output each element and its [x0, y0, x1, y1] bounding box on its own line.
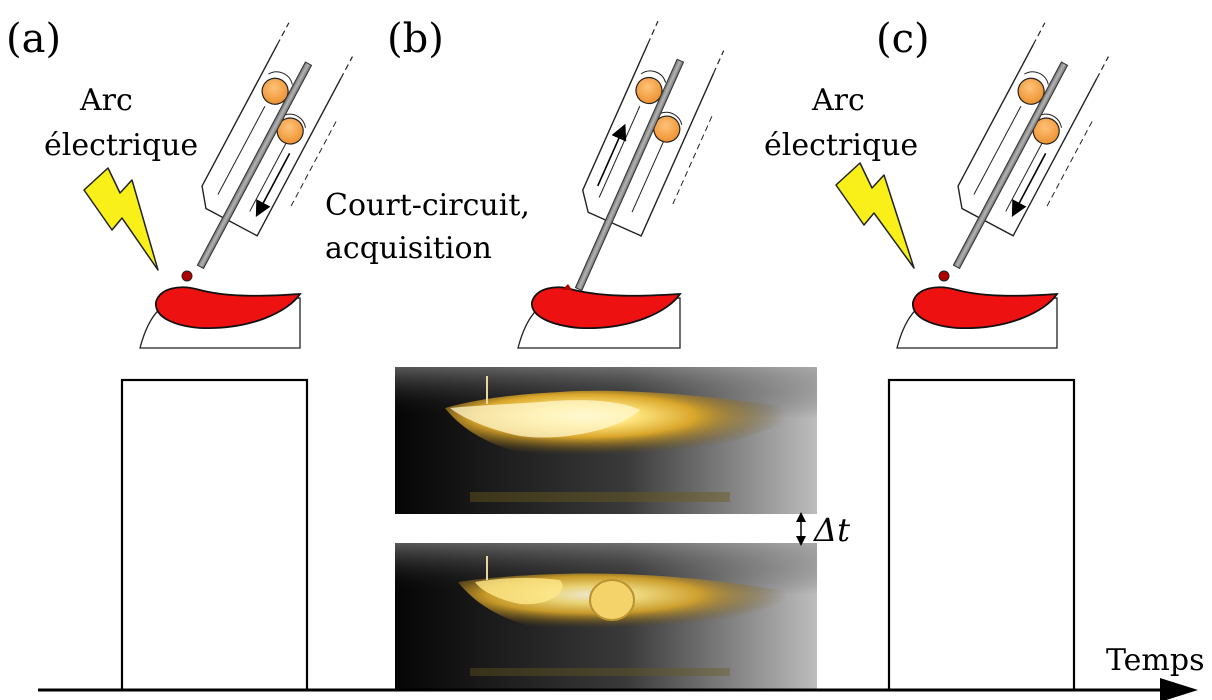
short-circuit-label-line1: Court-circuit, — [325, 188, 530, 223]
wire-electrode — [196, 61, 313, 270]
droplet-bridge-icon — [562, 284, 572, 290]
delta-t-up-arrow-icon — [796, 512, 806, 522]
arc-label-c-line1: Arc — [811, 83, 865, 118]
wire-electrode — [574, 58, 685, 292]
wire-retract-up-arrow-icon — [597, 123, 627, 187]
arc-phase-box-a — [120, 378, 309, 692]
delta-t-down-arrow-icon — [796, 536, 806, 546]
droplet-icon — [181, 270, 193, 282]
panel-label-a: (a) — [6, 16, 61, 62]
acquisition-frame-1 — [395, 367, 817, 514]
arc-label-a-line2: électrique — [44, 128, 198, 163]
short-circuit-label-line2: acquisition — [325, 231, 492, 266]
torch-b — [574, 20, 725, 292]
delta-t-label: Δt — [812, 511, 850, 549]
weld-pool-c — [912, 286, 1059, 329]
panel-a-illustration: Arc électrique — [44, 22, 353, 349]
lightning-bolt-icon — [83, 167, 159, 271]
arc-label-a-line1: Arc — [79, 83, 133, 118]
panel-c-illustration: Arc électrique — [764, 22, 1109, 349]
wire-electrode — [952, 61, 1069, 270]
wire-feed-down-arrow-icon — [255, 153, 291, 217]
arc-label-c-line2: électrique — [764, 128, 918, 163]
acquisition-frame-2 — [395, 543, 817, 690]
panel-b-illustration: Court-circuit, acquisition — [325, 20, 725, 349]
arc-phase-box-c — [887, 378, 1076, 692]
panel-label-c: (c) — [876, 16, 930, 62]
delta-t-indicator: Δt — [796, 511, 850, 549]
lightning-bolt-icon — [835, 162, 915, 269]
droplet-icon — [938, 270, 950, 282]
torch-c — [952, 22, 1109, 270]
wire-feed-down-arrow-icon — [1011, 153, 1047, 217]
time-axis: Temps — [38, 643, 1204, 700]
panel-label-b: (b) — [387, 16, 444, 62]
time-axis-arrow-icon — [1160, 678, 1198, 700]
weld-pool-a — [155, 286, 302, 329]
time-axis-label: Temps — [1106, 643, 1204, 678]
torch-a — [196, 22, 353, 270]
